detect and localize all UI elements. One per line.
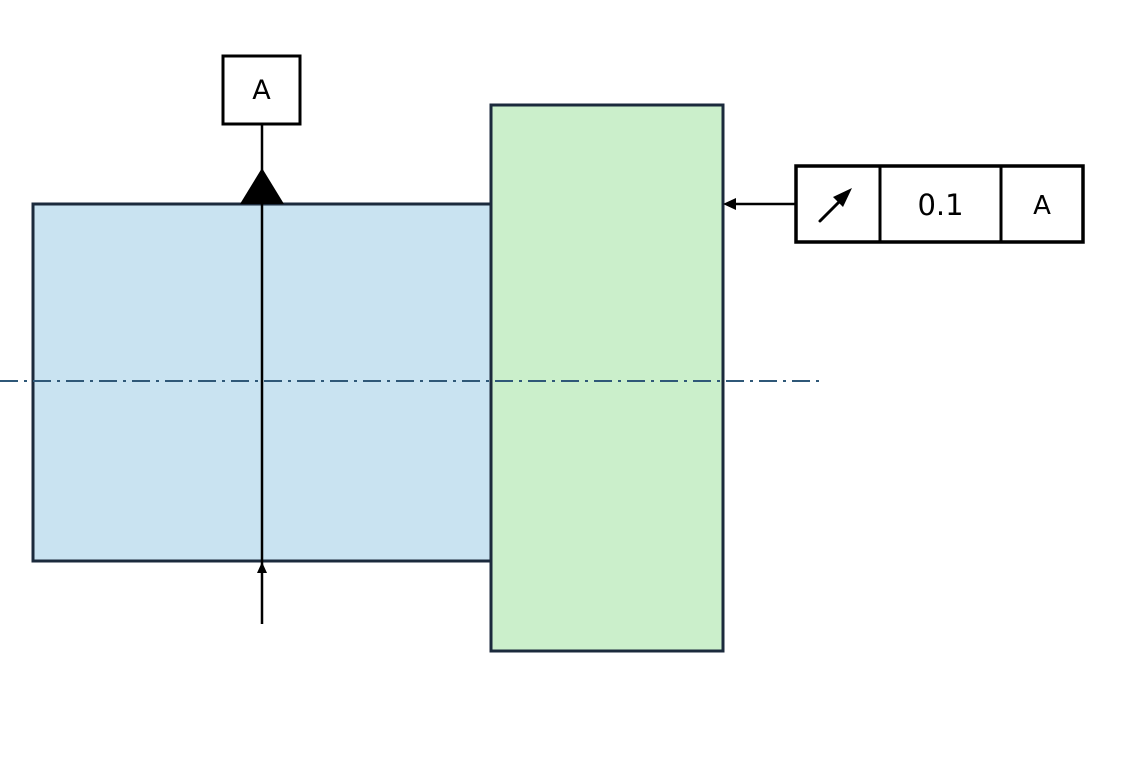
- fcf-leader-arrowhead: [723, 198, 736, 210]
- feature-control-frame: 0.1 A: [794, 164, 1085, 244]
- datum-feature-letter: A: [252, 75, 271, 106]
- tolerance-value: 0.1: [917, 188, 963, 222]
- datum-reference-letter: A: [1033, 191, 1051, 221]
- dimension-arrowhead-up: [257, 562, 267, 573]
- circular-runout-arrow-icon: [818, 188, 852, 223]
- datum-triangle: [240, 168, 284, 204]
- flange-body: [489, 103, 725, 653]
- datum-feature-box: A: [221, 54, 302, 126]
